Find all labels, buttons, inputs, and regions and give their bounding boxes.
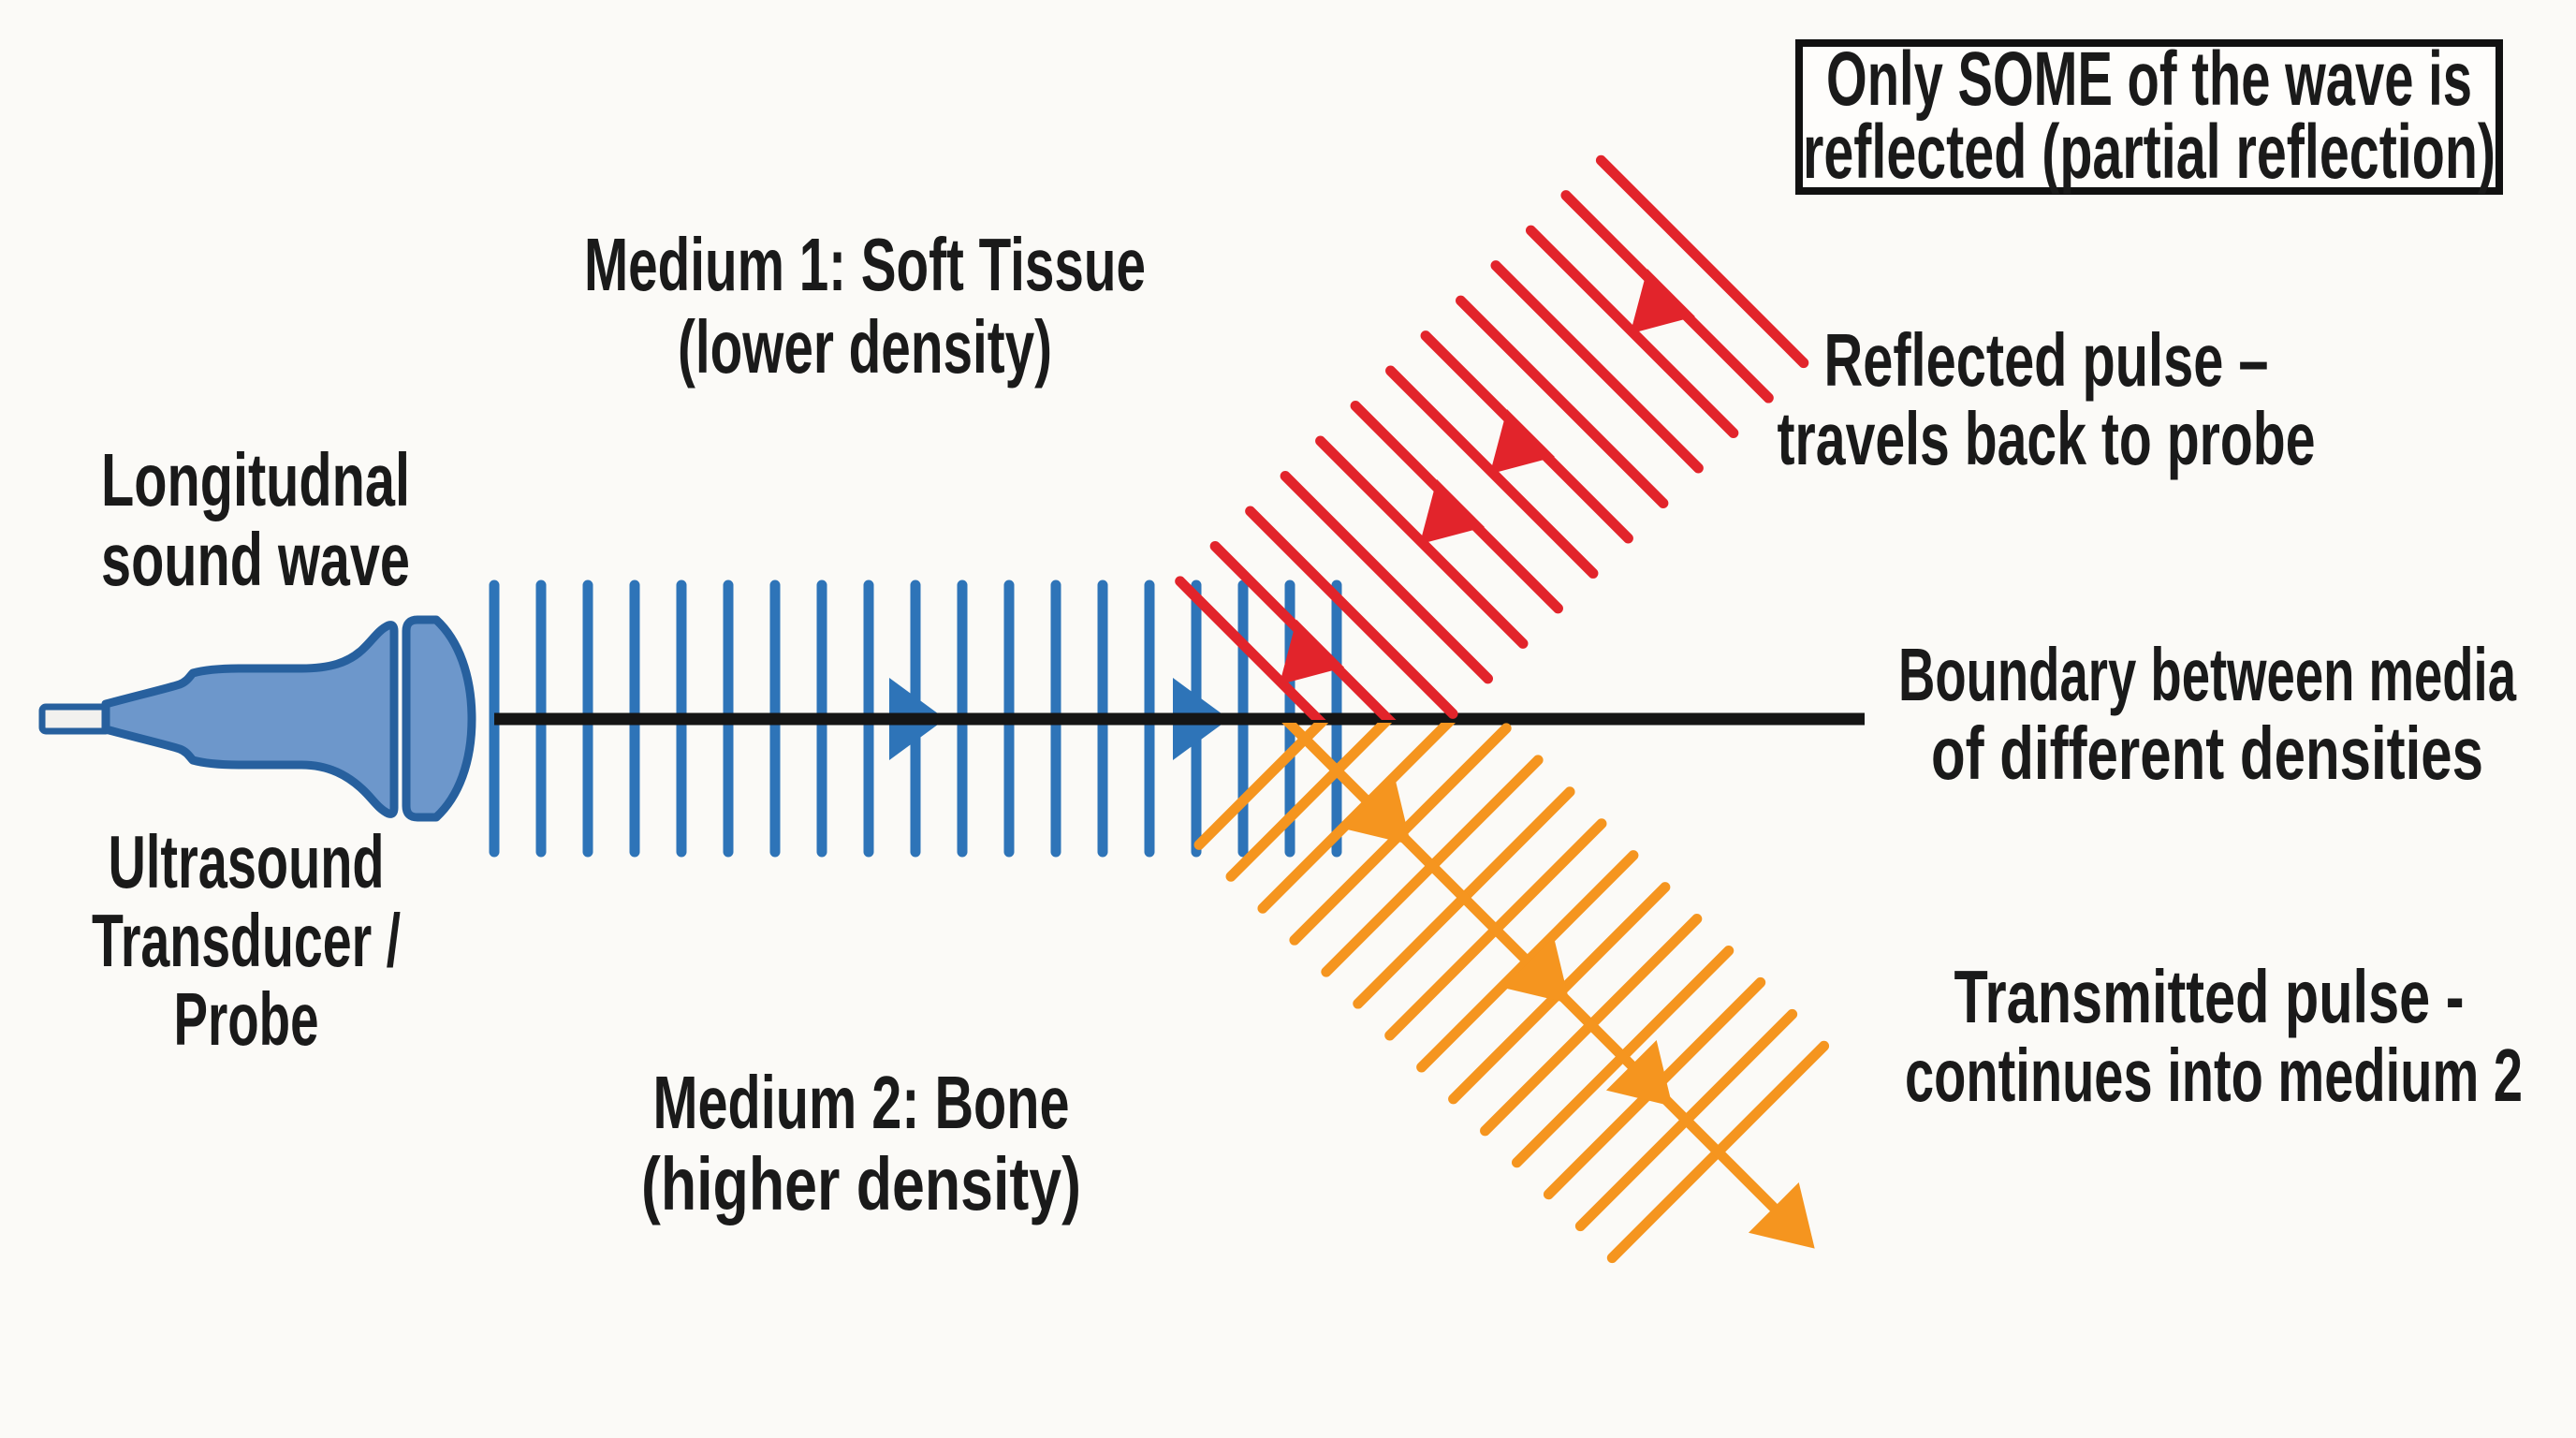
reflected-pulse-label-line2: travels back to probe [1778, 397, 2316, 480]
transmitted-band-clip [1193, 723, 1830, 1264]
transducer-label-line3: Probe [174, 977, 319, 1061]
reflected-wavefront-line [1245, 506, 1458, 719]
transmitted-wavefronts-group [1193, 723, 1830, 1264]
boundary-label-line2: of different densities [1931, 712, 2483, 795]
transmitted-direction-arrow [1503, 937, 1571, 1005]
transmitted-pulse-label-line2: continues into medium 2 [1905, 1034, 2523, 1117]
probe-cable [38, 703, 113, 735]
note-box [1795, 39, 2503, 195]
reflected-wavefront-line [1280, 470, 1494, 684]
transmitted-direction-arrow [1748, 1181, 1815, 1249]
note-box-line1: Only SOME of the wave is [1826, 37, 2472, 122]
medium2-label-line2: (higher density) [641, 1142, 1081, 1225]
transmitted-direction-arrow [1605, 1039, 1673, 1107]
reflected-wavefront-line [1595, 154, 1809, 369]
transducer-label-line2: Transducer / [92, 899, 401, 982]
longitudinal-wave-label-line2: sound wave [101, 518, 410, 601]
reflected-wavefront-line [1490, 260, 1704, 474]
longitudinal-wave-label-line1: Longitudnal [101, 438, 410, 521]
reflected-pulse-label-line1: Reflected pulse – [1824, 318, 2269, 402]
medium2-label-line1: Medium 2: Bone [653, 1061, 1070, 1144]
reflected-direction-arrow [1419, 479, 1485, 545]
reflected-direction-arrow [1279, 619, 1345, 685]
reflected-band-clip [1175, 154, 1809, 720]
transmitted-direction-arrow [1344, 778, 1412, 845]
probe-body [101, 621, 399, 818]
reflected-direction-arrow [1630, 269, 1695, 334]
medium1-label-line2: (lower density) [678, 305, 1052, 389]
reflected-wavefronts-group [1175, 154, 1809, 720]
probe-faceplate [402, 615, 476, 822]
transducer-label-line1: Ultrasound [109, 820, 385, 903]
note-box-line2: reflected (partial reflection) [1803, 110, 2496, 195]
transmitted-pulse-label-line1: Transmitted pulse - [1954, 955, 2465, 1038]
medium1-label-line1: Medium 1: Soft Tissue [584, 223, 1146, 306]
boundary-label-line1: Boundary between media [1898, 633, 2516, 716]
reflected-direction-arrow [1489, 409, 1555, 475]
ultrasound-probe-icon [38, 615, 476, 822]
reflected-wavefront-line [1456, 295, 1669, 508]
